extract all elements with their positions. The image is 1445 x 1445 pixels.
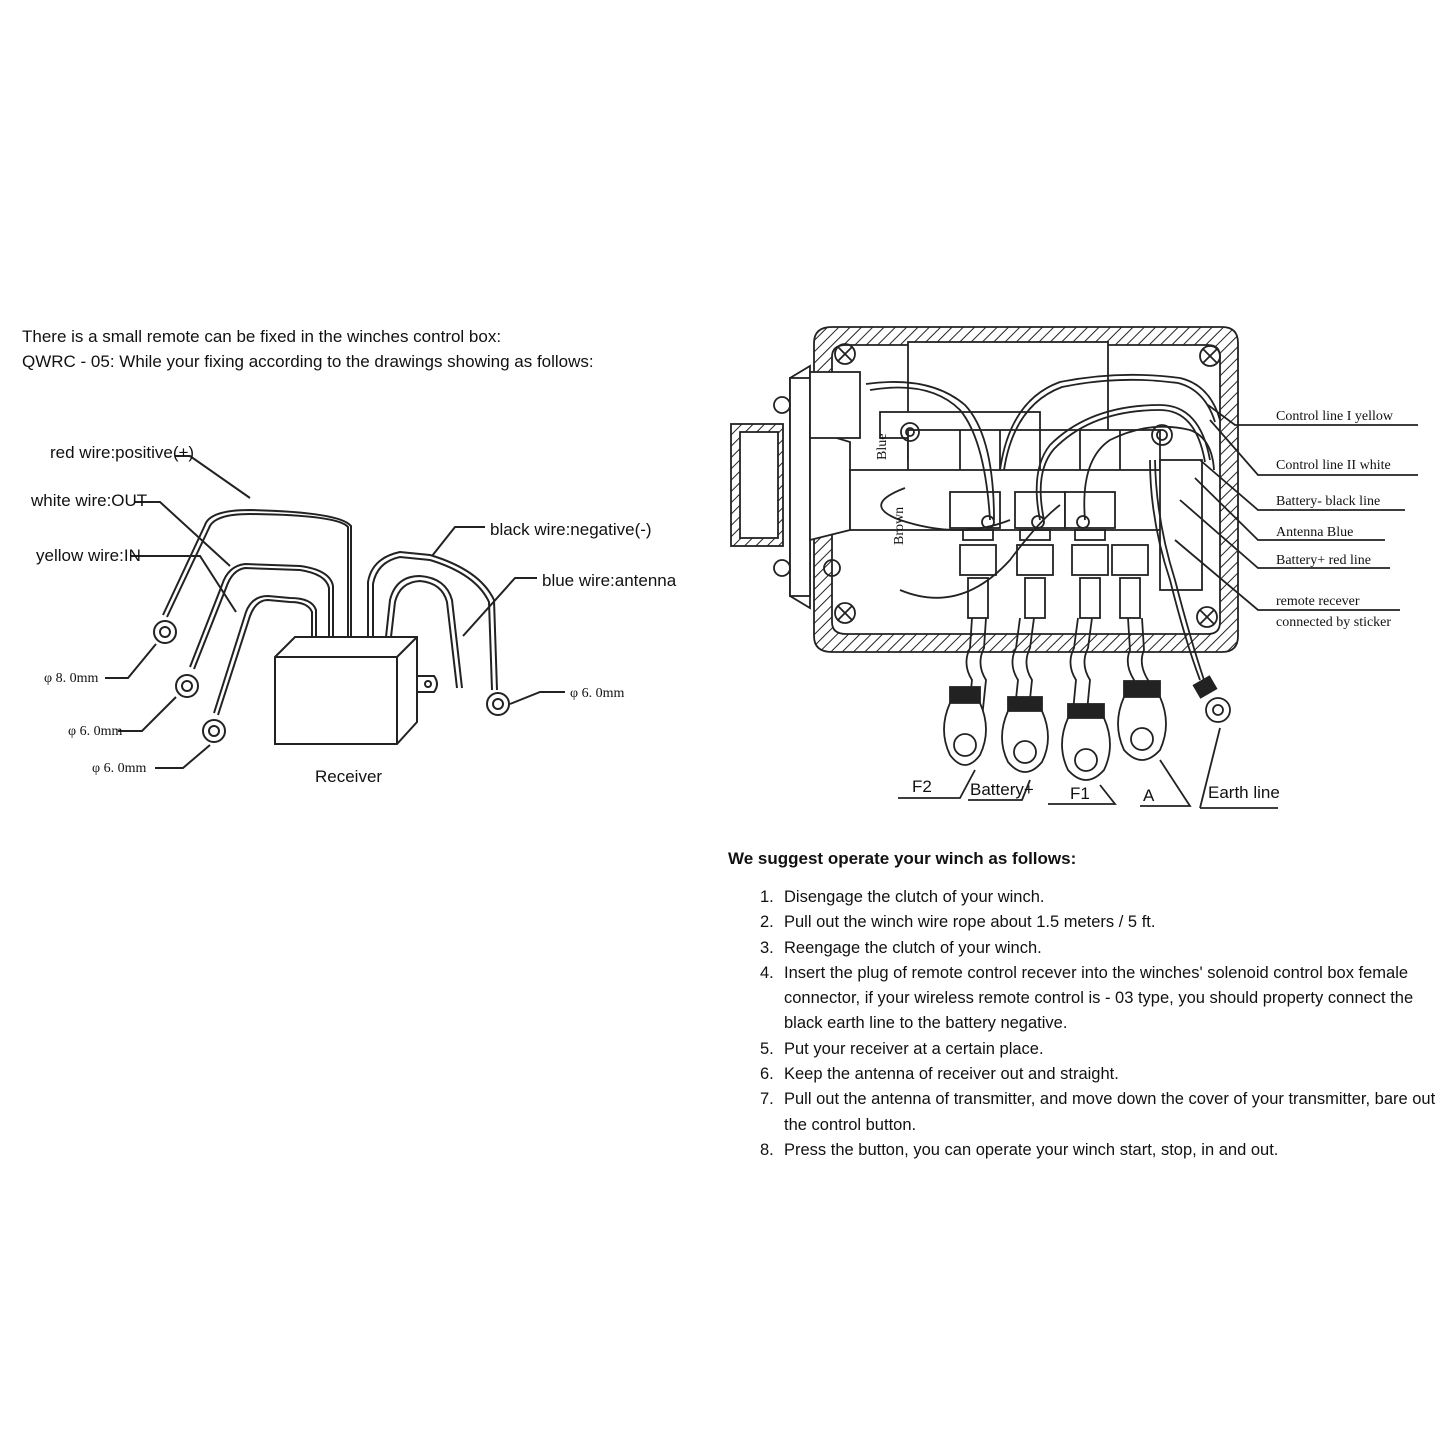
label-red-wire: red wire:positive(+): [50, 443, 194, 462]
corner-screw: [1199, 345, 1221, 367]
label-remote-receiver-1: remote recever: [1276, 594, 1360, 609]
terminal-stud: [1111, 544, 1149, 619]
list-item: 3.Reengage the clutch of your winch.: [760, 938, 1042, 957]
corner-screw: [834, 602, 856, 624]
receiver-box: [274, 636, 438, 745]
corner-screw: [1196, 606, 1218, 628]
label-antenna: Antenna Blue: [1276, 525, 1353, 540]
label-blue-wire: blue wire:antenna: [542, 571, 677, 590]
ring-terminal-6mm-a: [175, 674, 199, 698]
ring-terminal-6mm-c: [486, 692, 510, 716]
control-box-labels: Control line I yellow Control line II wh…: [875, 409, 1394, 805]
label-white-wire: white wire:OUT: [30, 491, 147, 510]
label-blue-wire-box: Blue: [875, 434, 890, 460]
ring-lug-earth: [1192, 675, 1231, 723]
blue-wire: [385, 574, 463, 689]
ring-lug-f2: [943, 686, 987, 766]
ring-terminal-6mm-b: [202, 719, 226, 743]
list-item: 7.Pull out the antenna of transmitter, a…: [760, 1090, 1436, 1134]
red-wire: [162, 508, 352, 637]
label-diameter-3: φ 6. 0mm: [92, 761, 146, 776]
ring-lug-a: [1117, 680, 1167, 761]
corner-screw: [834, 343, 856, 365]
ring-lug-battery-plus: [1001, 696, 1049, 773]
receiver-diagram: [105, 455, 565, 769]
label-f1: F1: [1070, 784, 1090, 803]
intro-line-2: QWRC - 05: While your fixing according t…: [22, 352, 594, 371]
label-yellow-wire: yellow wire:IN: [36, 546, 141, 565]
terminal-stud: [1014, 491, 1066, 619]
ring-lug-f1: [1061, 703, 1111, 781]
intro-text: There is a small remote can be fixed in …: [22, 324, 594, 374]
intro-line-1: There is a small remote can be fixed in …: [22, 327, 502, 346]
label-remote-receiver-2: connected by sticker: [1276, 615, 1391, 630]
instructions-heading: We suggest operate your winch as follows…: [728, 849, 1077, 868]
label-control-line-2: Control line II white: [1276, 458, 1391, 473]
label-a: A: [1143, 786, 1155, 805]
list-item: 4.Insert the plug of remote control rece…: [760, 963, 1414, 1033]
ring-terminal-8mm: [153, 620, 177, 644]
list-item: 1.Disengage the clutch of your winch.: [760, 888, 1045, 906]
list-item: 6.Keep the antenna of receiver out and s…: [760, 1065, 1119, 1084]
black-wire: [367, 550, 498, 691]
label-diameter-2: φ 6. 0mm: [68, 724, 122, 739]
label-receiver: Receiver: [315, 767, 382, 786]
socket-connector: [730, 364, 861, 610]
white-wire: [189, 562, 334, 668]
terminal-stud: [949, 491, 1001, 619]
label-battery-plus-lug: Battery+: [970, 780, 1034, 799]
list-item: 2.Pull out the winch wire rope about 1.5…: [760, 913, 1156, 932]
terminal-stud: [1064, 491, 1116, 619]
list-item: 8.Press the button, you can operate your…: [760, 1140, 1279, 1159]
label-diameter-1: φ 8. 0mm: [44, 671, 98, 686]
receiver-labels: red wire:positive(+) white wire:OUT yell…: [30, 443, 677, 786]
label-battery-positive: Battery+ red line: [1276, 553, 1371, 568]
label-black-wire: black wire:negative(-): [490, 520, 652, 539]
label-battery-negative: Battery- black line: [1276, 494, 1380, 509]
label-brown-wire: Brown: [892, 507, 907, 545]
label-diameter-4: φ 6. 0mm: [570, 686, 624, 701]
label-f2: F2: [912, 777, 932, 796]
control-box-diagram: [730, 326, 1418, 809]
label-control-line-1: Control line I yellow: [1276, 409, 1394, 424]
label-earth-line: Earth line: [1208, 783, 1280, 802]
list-item: 5.Put your receiver at a certain place.: [760, 1039, 1044, 1058]
yellow-wire: [213, 594, 317, 714]
instructions-list: 1.Disengage the clutch of your winch. 2.…: [760, 885, 1440, 1163]
